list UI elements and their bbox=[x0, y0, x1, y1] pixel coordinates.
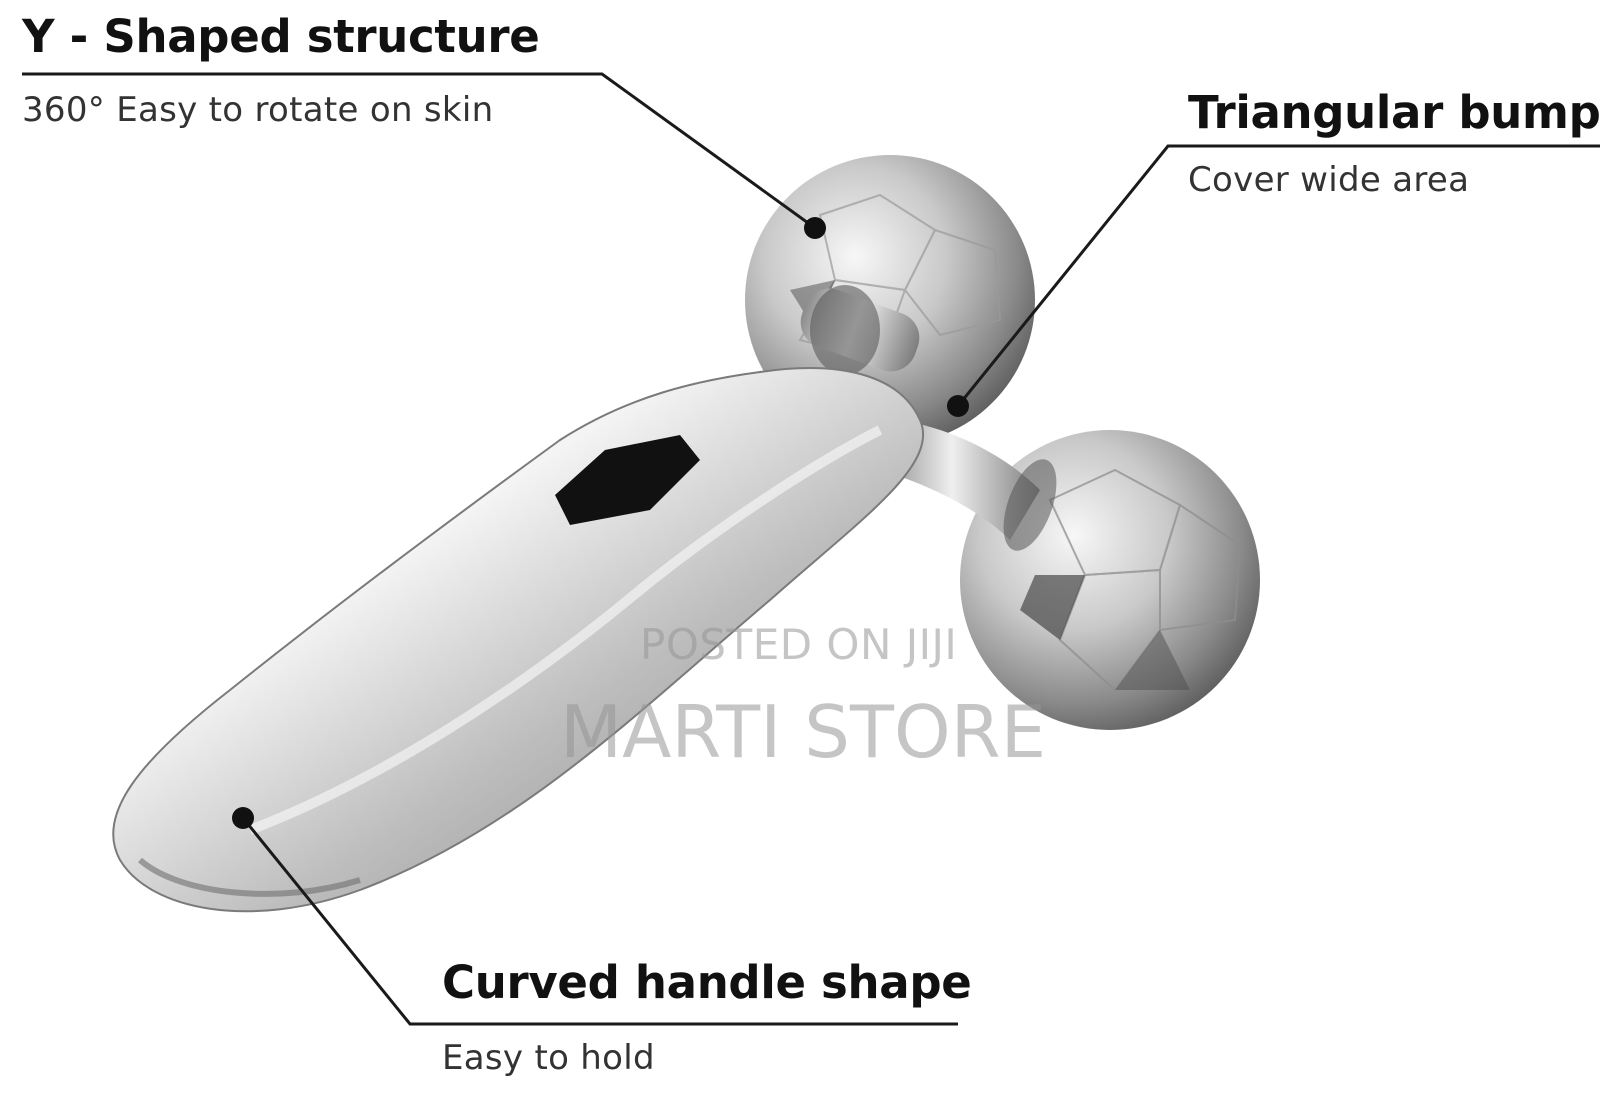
watermark-posted: POSTED ON JIJI bbox=[640, 620, 958, 669]
y-shaped-subtitle: 360° Easy to rotate on skin bbox=[22, 90, 494, 130]
triangular-bump-title: Triangular bump bbox=[1188, 86, 1600, 139]
triangular-bump-subtitle: Cover wide area bbox=[1188, 160, 1470, 200]
callout-lines bbox=[22, 72, 1600, 1026]
roller-handle bbox=[112, 367, 925, 913]
curved-handle-title: Curved handle shape bbox=[442, 956, 972, 1009]
watermark-store: MARTI STORE bbox=[560, 690, 1047, 774]
callout-dots bbox=[232, 217, 969, 829]
hexagon-emblem-icon bbox=[555, 435, 700, 525]
curved-handle-subtitle: Easy to hold bbox=[442, 1038, 655, 1078]
y-shaped-title: Y - Shaped structure bbox=[22, 10, 540, 63]
